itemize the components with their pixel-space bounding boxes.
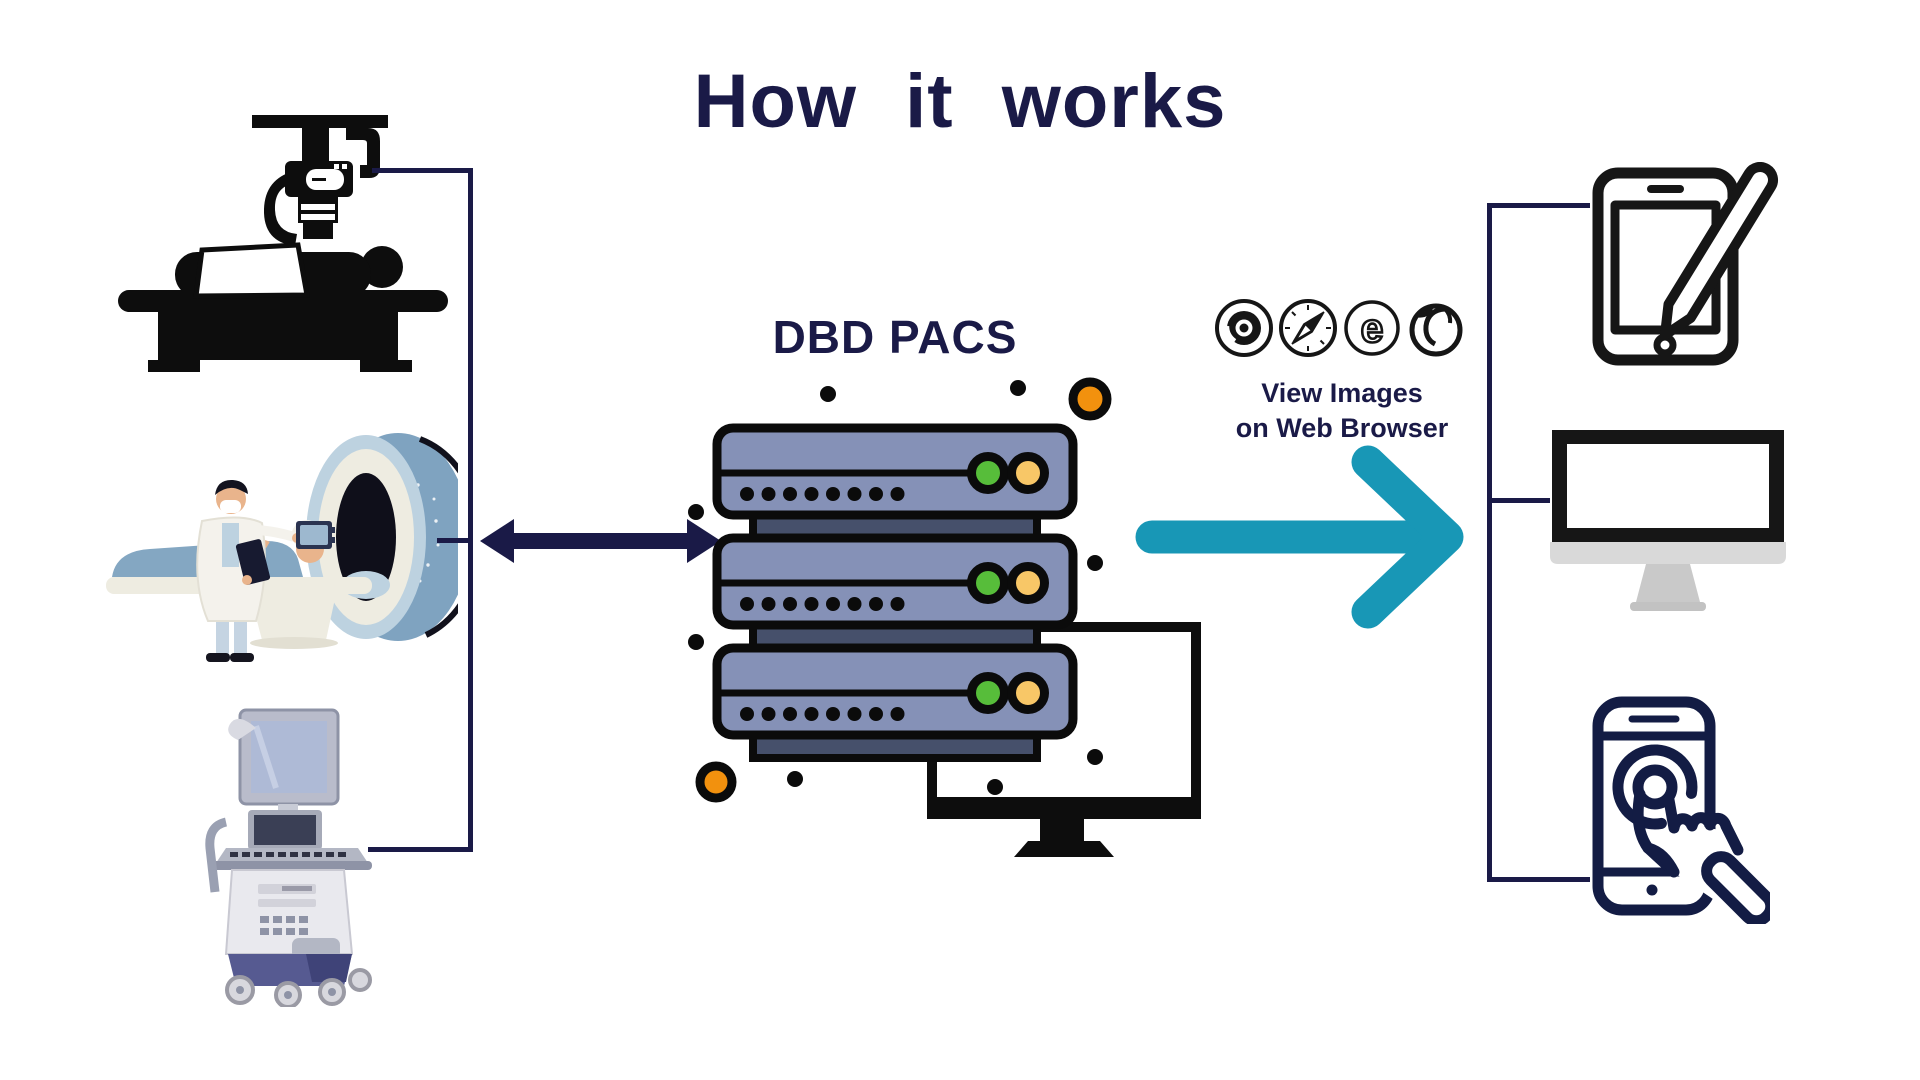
- connector-line-ultrasound: [368, 847, 473, 852]
- connector-line-phone: [1487, 877, 1590, 882]
- pacs-server-icon: [688, 377, 1112, 803]
- bidirectional-arrow: [480, 519, 721, 563]
- decorative-dots: [688, 380, 1103, 795]
- server-units: [712, 423, 1078, 740]
- connector-line-tablet: [1487, 203, 1590, 208]
- edge-icon: e: [1344, 300, 1400, 356]
- xray-machine-icon: [118, 115, 448, 372]
- mri-scanner-icon: [106, 433, 458, 662]
- page-title: How it works: [693, 59, 1227, 144]
- connector-line-left-vertical: [468, 168, 473, 852]
- tablet-stylus-icon: [1592, 162, 1778, 366]
- ultrasound-machine-icon: [205, 708, 372, 1007]
- connector-line-xray: [372, 168, 472, 173]
- svg-text:e: e: [1361, 305, 1384, 351]
- orange-dot-top: [1068, 377, 1112, 421]
- connector-line-monitor: [1487, 498, 1550, 503]
- smartphone-touch-icon: [1592, 696, 1770, 924]
- browser-caption-line2: on Web Browser: [1235, 413, 1449, 443]
- browser-caption-line1: View Images: [1261, 378, 1423, 408]
- orange-dot-bottom: [695, 761, 737, 803]
- connector-line-right-vertical: [1487, 203, 1492, 881]
- output-arrow: [1135, 445, 1464, 629]
- desktop-monitor-icon: [1550, 430, 1786, 611]
- firefox-icon: [1409, 303, 1463, 357]
- browser-icons-row: e: [1213, 297, 1467, 359]
- connector-line-mri: [437, 538, 473, 543]
- chrome-icon: [1215, 299, 1273, 357]
- safari-icon: [1279, 299, 1337, 357]
- pacs-server-label: DBD PACS: [772, 311, 1018, 363]
